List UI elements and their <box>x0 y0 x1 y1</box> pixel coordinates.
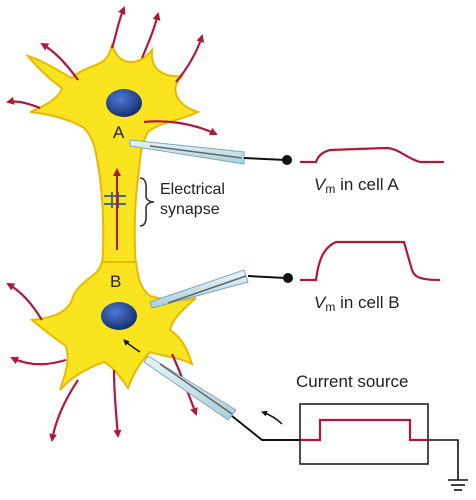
arrow-b-1 <box>6 283 43 321</box>
arrow-b-4 <box>49 379 79 442</box>
vm-rest-b: in cell B <box>335 293 400 312</box>
cell-a-outflow-arrows <box>6 6 218 136</box>
vm-symbol-b: V <box>314 293 326 312</box>
synapse-label: Electrical synapse <box>160 180 225 220</box>
synapse-label-line1: Electrical <box>160 181 225 198</box>
arrow-a-6 <box>143 120 218 136</box>
synapse-label-line2: synapse <box>160 201 220 218</box>
nucleus-a <box>106 89 142 117</box>
cell-a-label: A <box>113 123 125 142</box>
trace-cell-a <box>300 146 444 164</box>
vm-sub-b: m <box>325 300 336 314</box>
arrow-a-1 <box>40 43 79 81</box>
ground-icon <box>428 439 468 491</box>
vm-symbol-a: V <box>314 175 326 194</box>
current-source-label: Current source <box>296 372 409 391</box>
nucleus-b <box>101 302 137 330</box>
injection-arrow <box>123 339 141 353</box>
arrow-a-2 <box>110 6 126 49</box>
trace-b-caption: Vm in cell B <box>314 293 400 314</box>
arrow-a-5 <box>175 34 205 83</box>
cell-a-body <box>25 43 201 269</box>
electrode-a <box>129 139 292 165</box>
synapse-brace <box>139 177 155 227</box>
trace-cell-b <box>300 240 441 282</box>
vm-sub-a: m <box>325 182 336 196</box>
vm-rest-a: in cell A <box>335 175 399 194</box>
arrow-b-2 <box>10 356 67 366</box>
arrow-b-3 <box>112 369 122 438</box>
cell-b-outflow-arrows <box>6 283 198 442</box>
cell-b-label: B <box>110 272 122 291</box>
trace-a-caption: Vm in cell A <box>314 175 399 196</box>
electrode-inject <box>143 355 300 441</box>
electrode-b <box>149 269 293 309</box>
arrow-a-3 <box>140 12 161 59</box>
current-direction-arrow <box>261 410 283 425</box>
current-source-box <box>299 403 429 465</box>
arrow-a-4 <box>6 96 41 110</box>
current-pulse <box>300 418 428 442</box>
